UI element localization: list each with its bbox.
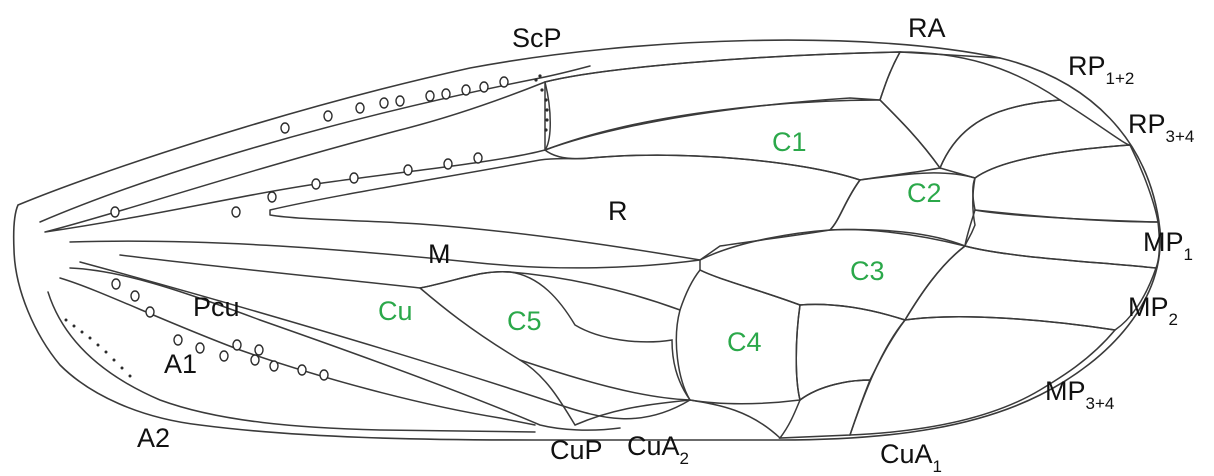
cup-vein [519,359,576,426]
label-r: R [608,196,628,226]
label-mp34: MP3+4 [1045,376,1114,413]
label-mp1: MP1 [1143,227,1193,264]
label-cua1: CuA1 [880,439,942,476]
label-cell-c4: C4 [727,327,762,357]
label-cu: Cu [378,296,413,326]
label-a2: A2 [137,423,170,453]
label-ra: RA [908,13,946,43]
label-a1: A1 [164,349,197,379]
label-cup: CuP [550,435,603,465]
cu-vein [79,261,691,420]
label-cell-c3: C3 [850,256,885,286]
a2-vein [47,291,536,433]
wing-outline [12,39,1162,441]
label-scp: ScP [512,23,562,53]
label-m: M [428,239,451,269]
stigma-dots [534,74,549,132]
sensory-pits [110,76,509,381]
m-vein [69,240,701,269]
costal-vein [39,65,591,223]
label-pcu: Pcu [193,292,240,322]
cell-c1-outline [543,97,942,181]
label-cell-c1: C1 [772,127,807,157]
medial-cell-b [778,379,872,439]
subcostal-band [44,81,551,233]
label-cua2: CuA2 [627,431,689,468]
cua2-vein [574,399,781,439]
label-mp2: MP2 [1128,292,1178,329]
label-rp34: RP3+4 [1128,109,1194,146]
pcu-vein [69,267,621,431]
label-cell-c5: C5 [507,306,542,336]
label-cell-c2: C2 [907,178,942,208]
anal-dots [64,318,132,378]
label-rp12: RP1+2 [1068,51,1134,88]
